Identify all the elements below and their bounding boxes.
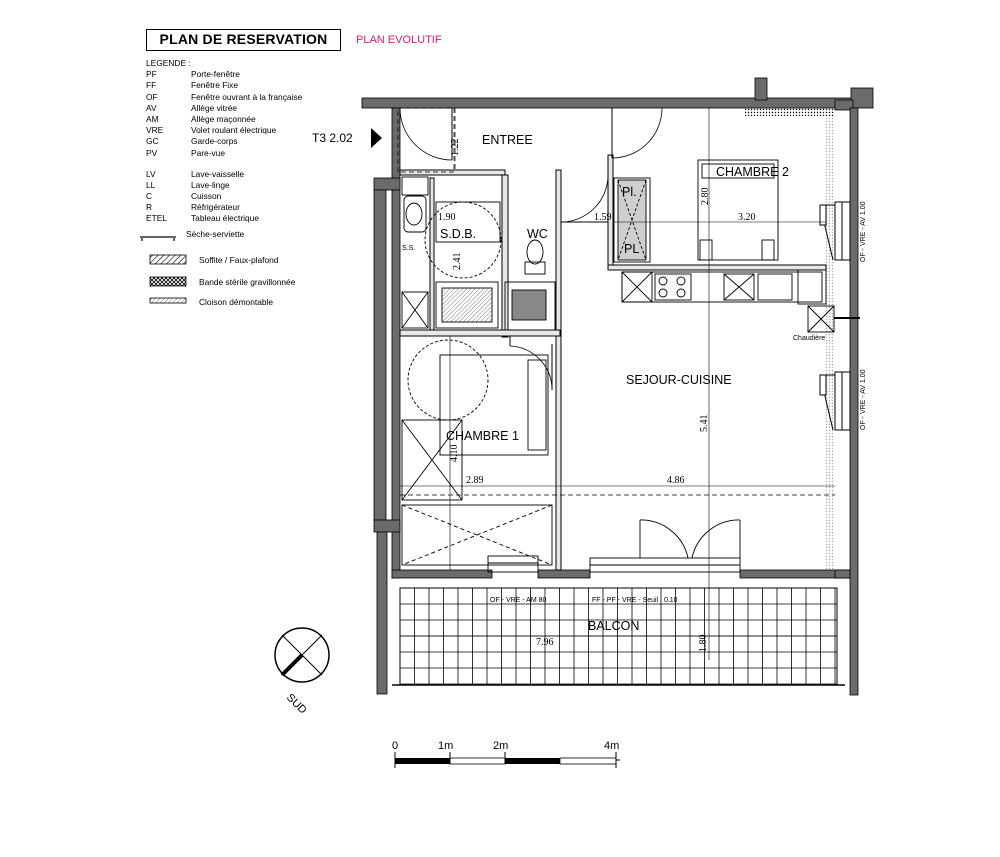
unit-arrow-icon	[371, 128, 382, 148]
dim-ch1-h: 2.89	[466, 475, 484, 486]
dim-balcon-v: 1.80	[698, 635, 709, 653]
legend-code: PV	[146, 147, 158, 158]
dim-sejour-h: 4.86	[667, 475, 685, 486]
legend-desc: Garde-corps	[191, 136, 238, 147]
legend-desc: Allège vitrée	[191, 102, 238, 113]
placards	[613, 177, 651, 263]
legend-desc: Porte-fenêtre	[191, 69, 240, 80]
compass-south-needle-icon	[280, 653, 304, 677]
soffite-swatch-icon	[149, 254, 187, 265]
legend-desc: Pare-vue	[191, 147, 225, 158]
title-box: PLAN DE RESERVATION	[146, 29, 341, 51]
legend-code: AM	[146, 113, 159, 124]
dim-ch2-v: 2.80	[700, 188, 711, 206]
legend-code: FF	[146, 80, 157, 91]
dim-entree-v: 1.22	[450, 139, 461, 157]
legend-desc: Lave-vaisselle	[191, 168, 245, 179]
legend-code: LV	[146, 168, 156, 179]
seche-serviette-icon	[140, 236, 176, 241]
balcony	[392, 587, 845, 686]
legend-symbols	[140, 236, 187, 304]
south-windows	[487, 519, 741, 573]
kitchen-counter	[621, 269, 860, 333]
bed-chambre-2	[697, 159, 779, 261]
opening-east-2: OF - VRE - AV 1.00	[860, 369, 867, 430]
room-wc: WC	[527, 227, 548, 241]
legend-desc: Cuisson	[191, 191, 222, 202]
bathroom-fixtures	[401, 176, 556, 331]
room-placard-1: Pl.	[622, 185, 637, 199]
room-sejour-cuisine: SEJOUR-CUISINE	[626, 373, 732, 387]
cloison-swatch-icon	[149, 297, 187, 304]
room-entree: ENTREE	[482, 133, 533, 147]
unit-label: T3 2.02	[312, 131, 353, 145]
dim-ch2-h: 3.20	[738, 212, 756, 223]
room-sdb: S.D.B.	[440, 227, 476, 241]
dashed-outlines	[397, 107, 835, 496]
dim-sejour-v: 5.41	[699, 415, 710, 433]
label-chaudiere: Chaudière	[793, 335, 825, 342]
room-chambre-1: CHAMBRE 1	[446, 429, 519, 443]
facade-band	[826, 116, 835, 570]
page-subtitle: PLAN EVOLUTIF	[356, 34, 442, 46]
scale-bar: 0 1m 2m 4m	[392, 740, 620, 768]
soffite-band	[745, 108, 835, 116]
legend-desc: Fenêtre ouvrant à la française	[191, 91, 303, 102]
compass-label: SUD	[284, 692, 309, 717]
dim-ch1-v: 4.10	[449, 445, 460, 463]
legend-bande-label: Bande stérile gravillonnée	[199, 277, 296, 287]
page-title: PLAN DE RESERVATION	[159, 31, 328, 47]
room-placard-2: PL	[624, 242, 639, 256]
dimension-lines	[400, 108, 835, 660]
legend-cloison-label: Cloison démontable	[199, 297, 274, 307]
legend-desc: Tableau électrique	[191, 213, 259, 224]
dim-sdb-h: 1.90	[438, 212, 456, 223]
dim-balcon-h: 7.96	[536, 637, 554, 648]
legend-desc: Lave-linge	[191, 179, 230, 190]
legend-code: LL	[146, 179, 156, 190]
dim-sdb-v: 2.41	[452, 253, 463, 271]
legend-desc: Réfrigérateur	[191, 202, 240, 213]
room-chambre-2: CHAMBRE 2	[716, 165, 789, 179]
legend-desc: Fenêtre Fixe	[191, 80, 239, 91]
compass: SUD	[274, 627, 330, 717]
label-ss: S.S.	[402, 245, 415, 252]
legend-code: AV	[146, 102, 157, 113]
legend-desc: Allège maçonnée	[191, 113, 256, 124]
bande-swatch-icon	[149, 276, 187, 287]
scale-label-4m: 4m	[604, 740, 619, 752]
legend-code: ETEL	[146, 213, 167, 224]
opening-east-1: OF - VRE - AV 1.00	[860, 201, 867, 262]
scale-label-0: 0	[392, 740, 398, 752]
east-windows	[819, 201, 851, 431]
exterior-walls	[361, 77, 874, 696]
bed-chambre-1	[401, 339, 553, 566]
dim-pl-h: 1.59	[594, 212, 612, 223]
legend-code: GC	[146, 136, 159, 147]
legend-code: PF	[146, 69, 157, 80]
scale-label-1m: 1m	[438, 740, 453, 752]
room-balcon: BALCON	[588, 619, 639, 633]
scale-label-2m: 2m	[493, 740, 508, 752]
legend-soffite-label: Soffite / Faux-plafond	[199, 255, 279, 265]
entry-door	[399, 107, 663, 390]
legend-code: C	[146, 191, 153, 202]
legend-code: VRE	[146, 125, 164, 136]
legend-desc: Volet roulant électrique	[191, 125, 277, 136]
opening-south-2: FF - PF - VRE - Seuil : 0.10	[592, 597, 678, 604]
legend-seche-serviette-label: Sèche-serviette	[186, 229, 245, 239]
opening-south-1: OF - VRE - AM 80	[490, 597, 547, 604]
legend-code: OF	[146, 91, 158, 102]
interior-walls	[399, 154, 827, 571]
legend-code: R	[146, 202, 153, 213]
